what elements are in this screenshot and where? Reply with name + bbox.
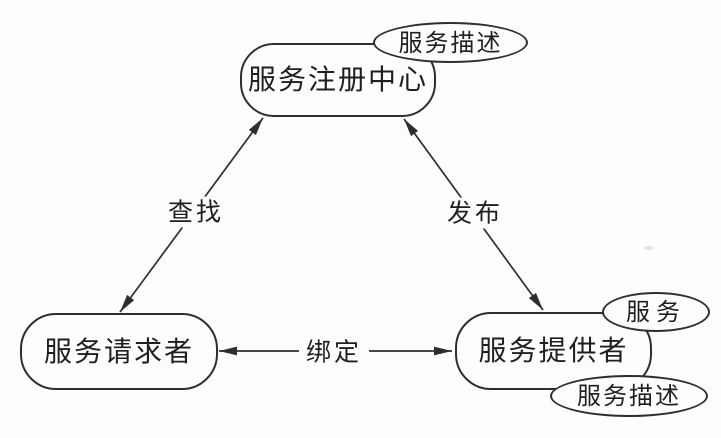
ellipse-service-description-top: 服务描述 [373, 22, 528, 63]
edge-label-bind: 绑定 [298, 336, 370, 368]
edge-label-find: 查找 [160, 196, 232, 228]
ellipse-service-label: 服务 [626, 298, 686, 326]
node-service-requester: 服务请求者 [20, 313, 218, 390]
ellipse-service-description-bottom: 服务描述 [550, 375, 708, 417]
edge-label-publish: 发布 [439, 197, 511, 229]
node-service-registry-label: 服务注册中心 [247, 63, 428, 96]
ellipse-service-description-top-label: 服务描述 [398, 28, 503, 57]
ellipse-service-description-bottom-label: 服务描述 [577, 382, 681, 410]
ellipse-service: 服务 [602, 292, 710, 332]
node-service-requester-label: 服务请求者 [43, 334, 194, 368]
scan-artifact [644, 246, 653, 250]
node-service-provider-label: 服务提供者 [478, 334, 629, 367]
